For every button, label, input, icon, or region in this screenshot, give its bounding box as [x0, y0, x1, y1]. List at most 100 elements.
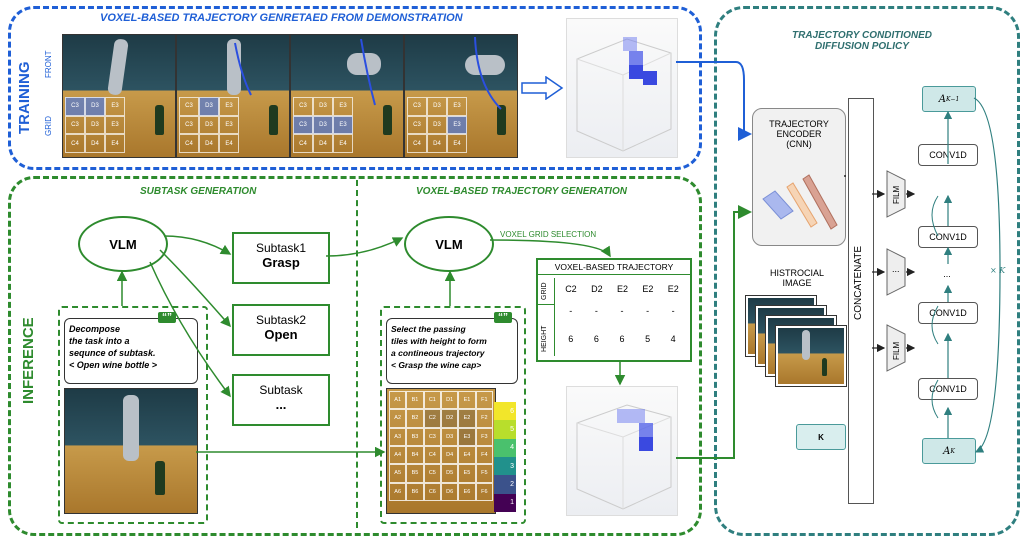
- grid-cell: C4: [293, 134, 313, 153]
- grid-cell: E3: [447, 115, 467, 135]
- tile-cell: E1: [458, 391, 476, 410]
- k-label: K: [818, 432, 824, 442]
- grid-cell: E4: [219, 134, 239, 153]
- grid-cell: D3: [199, 115, 219, 135]
- trajectory-cell: E2: [616, 284, 628, 294]
- cnn-layers-icon: [762, 174, 838, 230]
- prompt-line: a contineous trajectory: [391, 348, 485, 358]
- grid-cell: C3: [65, 115, 85, 135]
- trajectory-cell: C2: [565, 284, 577, 294]
- grid-cell: D3: [427, 97, 447, 116]
- height-scale-step: 1: [494, 493, 516, 512]
- tile-cell: C3: [423, 427, 441, 446]
- action-bottom-sup: K: [950, 447, 955, 455]
- action-top-sup: K−1: [945, 95, 960, 103]
- robot-arm: [107, 38, 129, 96]
- grid-cell: D3: [313, 115, 333, 135]
- training-voxel-plot: [566, 18, 678, 158]
- tile-cell: B2: [406, 409, 424, 428]
- quote-icon: “”: [494, 312, 512, 323]
- grid-cell: C3: [293, 97, 313, 116]
- subtask-generation-title: SUBTASK GENERATION: [140, 186, 257, 197]
- voxel-generation-title: VOXEL-BASED TRAJECTORY GENERATION: [416, 186, 627, 197]
- tile-cell: F4: [475, 446, 493, 465]
- grid-cell: C3: [179, 115, 199, 135]
- training-title: VOXEL-BASED TRAJECTORY GENRETAED FROM DE…: [100, 12, 463, 24]
- policy-title-line: DIFFUSION POLICY: [815, 41, 909, 52]
- grid-cell: C3: [179, 97, 199, 116]
- prompt-line: < Grasp the wine cap>: [391, 360, 482, 370]
- grid-cell: C3: [293, 115, 313, 135]
- trajectory-row: -----: [558, 306, 686, 316]
- tile-cell: C4: [423, 446, 441, 465]
- grid-cell: D3: [199, 97, 219, 116]
- inference-divider: [356, 180, 358, 528]
- grid-cell: E4: [333, 134, 353, 153]
- film-dots: ...: [892, 264, 900, 274]
- tile-cell: D1: [441, 391, 459, 410]
- height-scale-step: 5: [494, 420, 516, 439]
- grid-cell: D3: [427, 115, 447, 135]
- film-block-1: [886, 170, 906, 218]
- quote-icon: “”: [158, 312, 176, 323]
- trajectory-cell: 4: [670, 334, 676, 344]
- grid-cell: D3: [85, 97, 105, 116]
- concatenate-label: CONCATENATE: [853, 245, 864, 320]
- tile-cell: B3: [406, 427, 424, 446]
- wine-bottle: [155, 461, 165, 495]
- grid-cell: D4: [313, 134, 333, 153]
- grid-cell: E4: [105, 134, 125, 153]
- prompt-line: sequnce of subtask.: [69, 348, 156, 358]
- conv1d-block: ...: [943, 269, 951, 279]
- subtask-box-3: Subtask ...: [232, 374, 330, 426]
- tile-cell: D4: [441, 446, 459, 465]
- tile-cell: B4: [406, 446, 424, 465]
- robot-arm: [123, 395, 139, 461]
- grid-cell: E3: [105, 115, 125, 135]
- wine-bottle: [269, 105, 278, 135]
- action-bottom-base: A: [943, 445, 951, 457]
- wine-bottle: [822, 358, 827, 376]
- grid-cell: D4: [199, 134, 219, 153]
- vlm-label: VLM: [109, 236, 137, 252]
- tile-cell: F6: [475, 482, 493, 501]
- grid-cell: E3: [447, 97, 467, 116]
- vlm-cloud-1: VLM: [78, 216, 168, 272]
- subtask-box-2: Subtask2 Open: [232, 304, 330, 356]
- height-scale-step: 4: [494, 438, 516, 457]
- height-scale-step: 6: [494, 402, 516, 421]
- prompt-line: the task into a: [69, 336, 130, 346]
- grid-cell: D4: [85, 134, 105, 153]
- subtask-action: Grasp: [262, 255, 300, 270]
- tile-cell: D2: [441, 409, 459, 428]
- tile-cell: F3: [475, 427, 493, 446]
- tile-cell: A1: [389, 391, 407, 410]
- k-box: K: [796, 424, 846, 450]
- grid-cell: D3: [85, 115, 105, 135]
- subtask-label: Subtask: [259, 383, 303, 397]
- grid-row-label: GRID: [541, 282, 548, 301]
- tile-cell: A4: [389, 446, 407, 465]
- grid-cell: E4: [447, 134, 467, 153]
- encoder-label: TRAJECTORY: [769, 119, 829, 129]
- tile-cell: A6: [389, 482, 407, 501]
- prompt-line: tiles with height to form: [391, 336, 487, 346]
- tile-cell: B1: [406, 391, 424, 410]
- prompt-bubble-2: Select the passing tiles with height to …: [386, 318, 518, 384]
- policy-title: TRAJECTORY CONDITIONED DIFFUSION POLICY: [742, 30, 982, 52]
- trajectory-cell: E2: [642, 284, 654, 294]
- front-label: FRONT: [44, 50, 53, 78]
- trajectory-cell: 5: [645, 334, 651, 344]
- tile-cell: C1: [423, 391, 441, 410]
- trajectory-cell: 6: [593, 334, 599, 344]
- inference-voxel-plot: [566, 386, 678, 516]
- tile-cell: C5: [423, 464, 441, 483]
